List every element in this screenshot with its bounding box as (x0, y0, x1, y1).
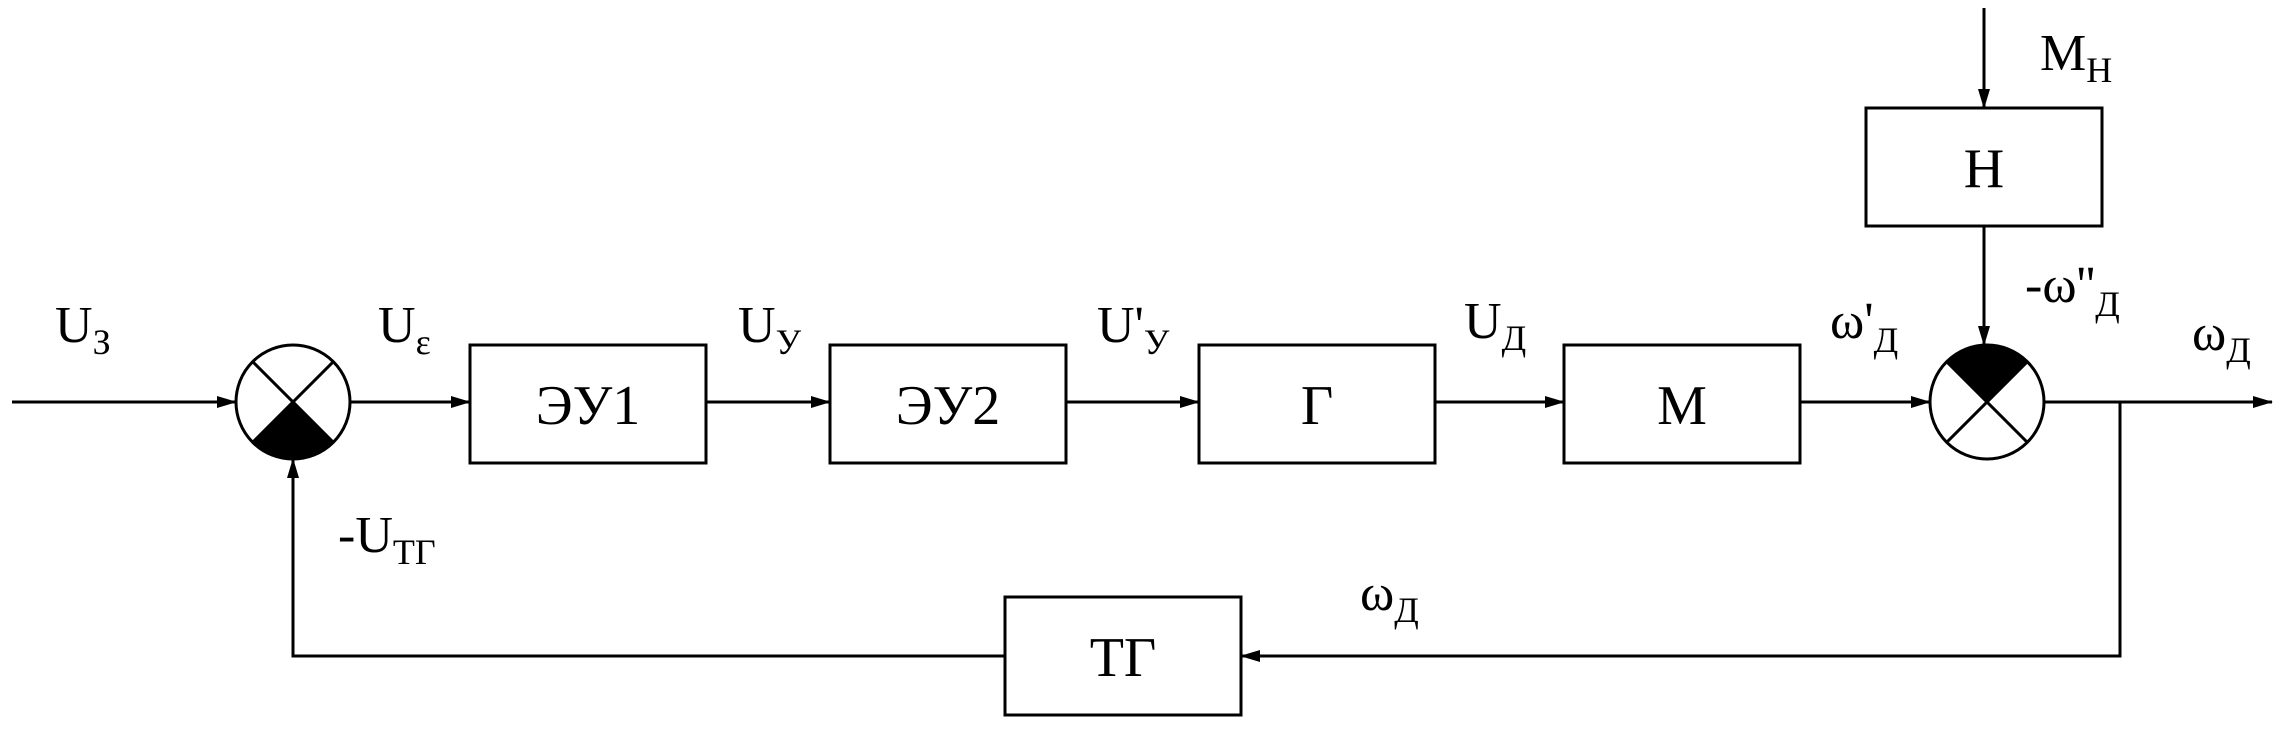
block-eu2: ЭУ2 (828, 343, 1068, 465)
signal-u-y-prime: U'У (1097, 297, 1170, 362)
signal-omega-d-feedback: ωД (1360, 565, 1419, 630)
block-eu1: ЭУ1 (468, 343, 708, 465)
signal-u-y: UУ (738, 297, 802, 362)
block-tg: ТГ (1003, 595, 1243, 717)
feedback-line-to-tg (1240, 402, 2122, 662)
signal-m-n: МН (2040, 25, 2112, 90)
block-g: Г (1197, 343, 1437, 465)
summing-junction-input (234, 343, 352, 461)
signal-omega-d-double-prime: -ω''Д (2025, 257, 2120, 324)
block-m: М (1562, 343, 1802, 465)
signal-u-z: UЗ (55, 297, 111, 362)
block-eu2-label: ЭУ2 (896, 375, 1001, 437)
block-eu1-label: ЭУ1 (536, 375, 641, 437)
block-h-label: Н (1964, 138, 2004, 200)
signal-omega-d-output: ωД (2192, 305, 2251, 370)
block-m-label: М (1657, 375, 1707, 437)
block-g-label: Г (1301, 375, 1333, 437)
feedback-line-to-sum (287, 458, 1005, 658)
block-h: Н (1864, 106, 2104, 228)
signal-u-d: UД (1464, 293, 1526, 358)
summing-junction-output (1928, 343, 2046, 461)
block-tg-label: ТГ (1090, 627, 1157, 689)
signal-omega-d-prime: ω'Д (1830, 293, 1898, 360)
signal-u-tg: -UТГ (338, 507, 436, 572)
signal-u-eps: Uε (378, 297, 431, 362)
